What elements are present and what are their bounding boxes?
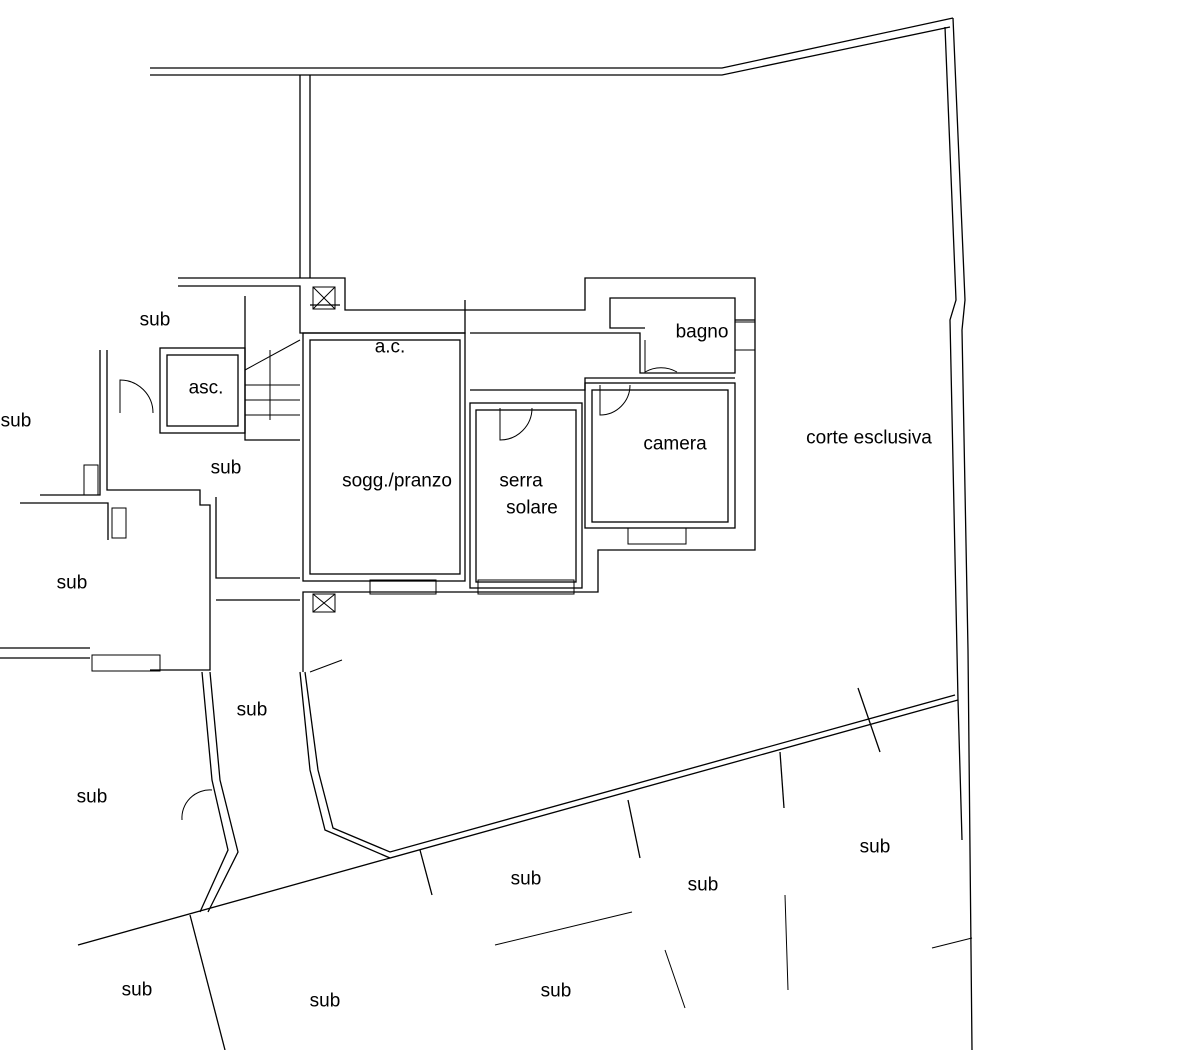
- label-ac: a.c.: [374, 336, 406, 358]
- label-living-dining: sogg./pranzo: [342, 470, 452, 492]
- label-sub: sub: [859, 836, 891, 858]
- label-courtyard: corte esclusiva: [806, 427, 932, 449]
- label-sub: sub: [76, 786, 108, 808]
- label-bathroom: bagno: [675, 321, 729, 343]
- building-walls: [0, 277, 756, 821]
- label-sunroom-1: serra: [499, 470, 543, 492]
- label-sub: sub: [510, 868, 542, 890]
- lot-lines: [77, 671, 973, 1050]
- property-boundary: [150, 17, 973, 1050]
- label-elevator: asc.: [188, 377, 224, 399]
- label-bedroom: camera: [643, 433, 707, 455]
- label-sub: sub: [540, 980, 572, 1002]
- label-sunroom-2: solare: [506, 497, 558, 519]
- label-sub: sub: [309, 990, 341, 1012]
- label-sub: sub: [687, 874, 719, 896]
- label-sub: sub: [236, 699, 268, 721]
- label-sub: sub: [210, 457, 242, 479]
- label-sub: sub: [0, 410, 32, 432]
- label-sub: sub: [121, 979, 153, 1001]
- label-sub: sub: [139, 309, 171, 331]
- label-sub: sub: [56, 572, 88, 594]
